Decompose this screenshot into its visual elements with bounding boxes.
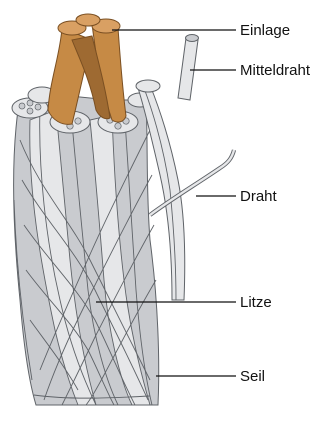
label-mitteldraht: Mitteldraht <box>240 62 311 79</box>
label-seil: Seil <box>240 368 265 385</box>
label-einlage: Einlage <box>240 22 290 39</box>
label-litze: Litze <box>240 294 272 311</box>
rope-body <box>14 95 159 405</box>
label-draht: Draht <box>240 188 278 205</box>
center-wire-mitteldraht <box>178 35 199 101</box>
